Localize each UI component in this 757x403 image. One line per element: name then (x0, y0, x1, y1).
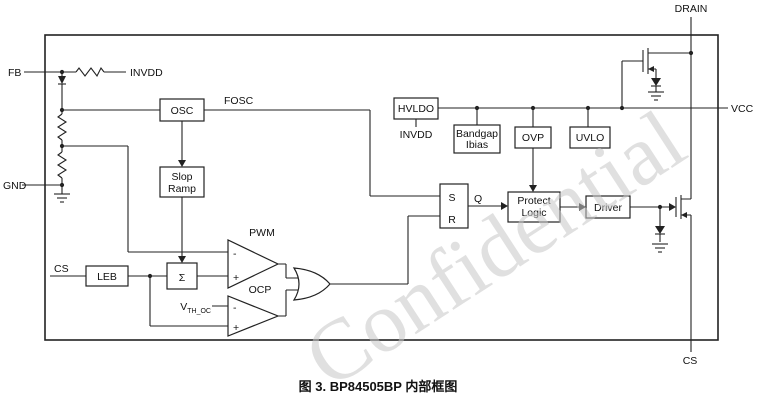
arrowheads (178, 160, 676, 263)
leb-label: LEB (97, 271, 117, 283)
slop-ramp-label-1: Slop (171, 171, 192, 183)
ground-symbol-gate-clamp (652, 243, 668, 253)
vth-oc-label: VTH_OC (180, 301, 211, 315)
slop-ramp-label-2: Ramp (168, 183, 196, 195)
uvlo-block: UVLO (569, 126, 611, 149)
ocp-minus-sign: - (233, 302, 237, 314)
figure-caption: 图 3. BP84505BP 内部框图 (299, 379, 458, 394)
ocp-comparator: - + OCP (227, 284, 280, 337)
ovp-block: OVP (514, 126, 552, 149)
invdd-ldo-label: INVDD (400, 129, 433, 141)
protect-logic-label-1: Protect (517, 195, 550, 207)
ocp-label: OCP (249, 284, 272, 296)
sr-latch-q-label: Q (474, 193, 482, 205)
ground-symbol-divider (54, 193, 70, 203)
driver-block: Driver (585, 195, 631, 219)
pin-label-vcc: VCC (731, 103, 754, 115)
invdd-pullup-label: INVDD (130, 67, 163, 79)
hvldo-block: HVLDO (393, 97, 439, 120)
fb-diode-symbol (58, 76, 66, 85)
or-gate (292, 267, 331, 301)
startup-mosfet-symbol (642, 48, 661, 87)
pwm-label: PWM (249, 227, 275, 239)
fb-pullup-resistor (75, 66, 105, 78)
pwm-minus-sign: - (233, 248, 237, 260)
ovp-label: OVP (522, 132, 544, 144)
leb-block: LEB (85, 265, 129, 287)
pin-label-gnd: GND (3, 180, 27, 192)
sr-latch-s-label: S (448, 192, 455, 204)
slop-ramp-block: Slop Ramp (159, 166, 205, 198)
protect-logic-label-2: Logic (521, 207, 546, 219)
pin-label-drain: DRAIN (675, 3, 708, 15)
bandgap-label-1: Bandgap (456, 128, 498, 140)
sr-latch-block: S R Q (439, 183, 482, 229)
bandgap-block: Bandgap Ibias (453, 124, 501, 154)
junction-dots (59, 50, 694, 279)
ground-symbol-startup (648, 91, 664, 101)
summer-block: Σ (166, 262, 198, 290)
summer-label: Σ (179, 272, 186, 284)
pwm-comparator: - + PWM (227, 227, 280, 289)
gate-zener-symbol (655, 226, 665, 235)
osc-block: OSC (159, 98, 205, 122)
pin-label-cs-input: CS (54, 263, 69, 275)
feedback-divider-resistors (56, 113, 68, 179)
uvlo-label: UVLO (576, 132, 605, 144)
fosc-label: FOSC (224, 95, 254, 107)
output-mosfet-symbol (675, 195, 687, 219)
osc-label: OSC (171, 105, 194, 117)
sr-latch-r-label: R (448, 214, 456, 226)
pin-label-cs-sense: CS (683, 355, 698, 367)
hvldo-label: HVLDO (398, 103, 434, 115)
ocp-plus-sign: + (233, 322, 239, 334)
bandgap-label-2: Ibias (466, 139, 488, 151)
pin-label-fb: FB (8, 67, 21, 79)
driver-label: Driver (594, 202, 623, 214)
protect-logic-block: Protect Logic (507, 191, 561, 223)
pwm-plus-sign: + (233, 272, 239, 284)
ic-border-box (44, 34, 719, 341)
